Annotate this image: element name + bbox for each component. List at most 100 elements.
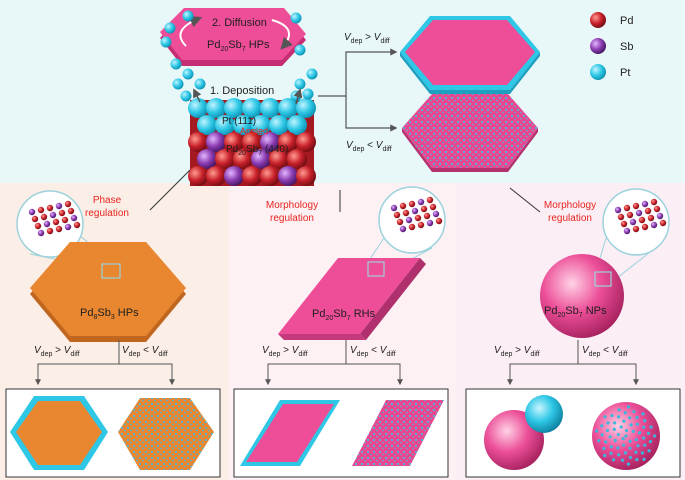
pt-speckle: [628, 439, 632, 443]
middle-shape-label: Pd20Sb7 RHs: [312, 308, 376, 322]
plate-label: Pd20Sb7 HPs: [207, 39, 270, 53]
lattice-atom: [420, 205, 428, 213]
pt-speckle: [631, 429, 635, 433]
lattice-atom: [417, 221, 425, 229]
pt-speckle: [617, 408, 621, 412]
pt-speckle: [609, 445, 613, 449]
pt-speckle: [616, 446, 620, 450]
connector-left: [149, 169, 191, 211]
pt-speckle: [626, 405, 631, 409]
lattice-atom: [435, 217, 443, 225]
lattice-atom: [405, 216, 413, 224]
pt-speckle: [606, 421, 610, 425]
pt-speckle: [613, 421, 617, 425]
substrate-crystal: [188, 98, 316, 186]
substrate-atom: [188, 98, 208, 118]
right-result-janus: [484, 395, 563, 470]
lattice-atom: [638, 216, 646, 224]
pt-speckle: [641, 412, 645, 416]
substrate-atom: [278, 166, 298, 186]
pt-speckle: [622, 419, 626, 423]
lattice-atom: [614, 206, 622, 214]
lattice-atom: [390, 204, 398, 212]
left-split-arrows: [35, 340, 175, 386]
lattice-atom: [641, 223, 649, 231]
lattice-atom: [49, 211, 57, 219]
middle-zoom-box: [367, 261, 385, 277]
pt-speckle: [653, 434, 657, 438]
pt-speckle: [597, 439, 601, 443]
right-result-dotted-sphere: [592, 402, 660, 470]
middle-split-left: Vdep > Vdiff: [262, 345, 308, 358]
pt-speckle: [603, 454, 607, 458]
lattice-atom: [626, 211, 634, 219]
substrate-label-bottom: Pd20Sb7 (440): [226, 144, 288, 157]
left-lattice: [28, 200, 81, 237]
left-hex-plate: [30, 242, 186, 342]
pt-speckle: [628, 455, 632, 460]
pt-speckle: [628, 416, 632, 420]
substrate-atom: [269, 149, 289, 169]
pt-atom: [290, 12, 302, 24]
deposition-label: 1. Deposition: [210, 85, 274, 97]
substrate-atom: [296, 132, 316, 152]
right-zoom-box: [594, 271, 612, 287]
pt-speckle: [602, 446, 606, 451]
substrate-atom: [242, 98, 262, 118]
diffusion-arrow-right: [271, 19, 293, 50]
legend: Pd Sb Pt: [590, 12, 633, 80]
left-split-right: Vdep < Vdiff: [122, 345, 168, 358]
lattice-atom: [399, 225, 407, 233]
lattice-atom: [656, 212, 664, 220]
right-panel-title-line2: regulation: [548, 213, 592, 224]
legend-pd-label: Pd: [620, 15, 633, 27]
pt-speckle: [634, 450, 638, 454]
result-hex-edge-coated: [400, 16, 540, 94]
lattice-atom: [653, 205, 661, 213]
substrate-atom: [224, 98, 244, 118]
substrate-atom: [197, 115, 217, 135]
pt-speckle: [637, 431, 642, 435]
pt-atom: [180, 90, 192, 102]
lattice-atom: [408, 200, 416, 208]
substrate-atom: [296, 98, 316, 118]
lattice-atom: [620, 220, 628, 228]
pt-speckle: [600, 424, 604, 428]
pt-speckle: [612, 427, 616, 432]
right-split-left: Vdep > Vdiff: [494, 345, 540, 358]
lattice-atom: [61, 216, 69, 224]
legend-sb-swatch: [590, 38, 606, 54]
pt-speckle: [600, 433, 604, 437]
left-split-left: Vdep > Vdiff: [34, 345, 80, 358]
substrate-atom: [215, 149, 235, 169]
pt-speckle: [621, 437, 625, 441]
pt-speckle: [608, 435, 612, 439]
lattice-atom: [396, 218, 404, 226]
right-split-arrows: [507, 340, 639, 386]
branch-upper-condition: Vdep > Vdiff: [344, 32, 390, 45]
substrate-atom: [278, 98, 298, 118]
lattice-atom: [659, 219, 667, 227]
left-result-hex-edge: [10, 396, 108, 470]
substrate-atom: [251, 149, 271, 169]
middle-panel-title-line1: Morphology: [266, 200, 318, 211]
left-result-hex-dotted: [118, 398, 214, 470]
lattice-atom: [644, 207, 652, 215]
substrate-atom: [296, 166, 316, 186]
pt-speckle: [595, 429, 599, 433]
pt-atoms-cluster: [160, 10, 318, 102]
pt-speckle: [624, 434, 628, 438]
substrate-atom: [206, 132, 226, 152]
pt-speckle: [616, 433, 620, 437]
left-panel-title-line1: Phase: [93, 195, 122, 206]
substrate-atom: [215, 115, 235, 135]
substrate-atom: [269, 115, 289, 135]
pt-speckle: [635, 422, 640, 426]
right-lattice: [614, 198, 667, 235]
pt-atom: [294, 78, 306, 90]
substrate-atom: [233, 115, 253, 135]
substrate-atom: [251, 115, 271, 135]
pt-speckle: [613, 438, 617, 443]
legend-pt-label: Pt: [620, 67, 630, 79]
pt-atom: [294, 44, 306, 56]
